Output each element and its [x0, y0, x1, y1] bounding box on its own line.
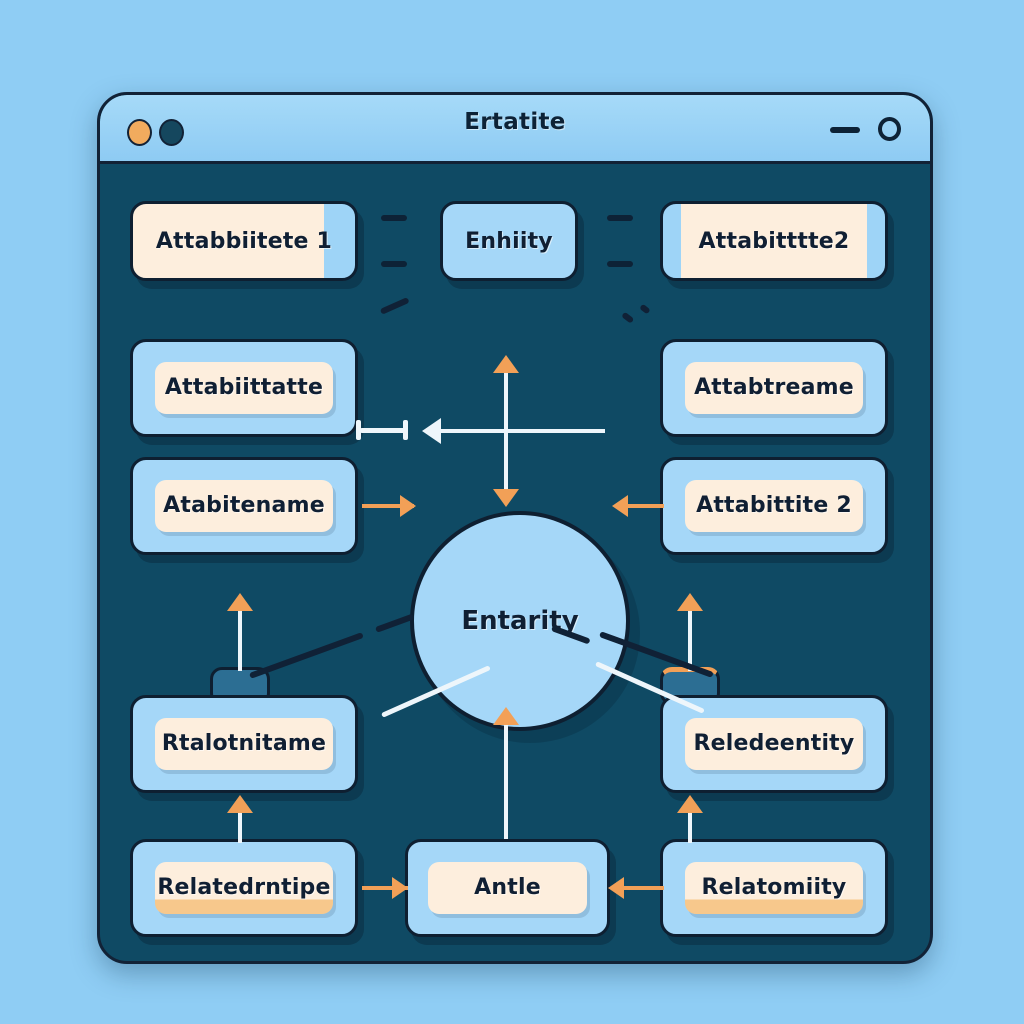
dash-connector	[381, 215, 407, 221]
node-label: Reledeentity	[693, 731, 855, 757]
orange-line-left	[362, 504, 414, 508]
node-entity-top[interactable]: Enhiity	[440, 201, 578, 281]
arrowhead-up-icon	[227, 795, 253, 813]
node-label: Attabbiitete 1	[155, 228, 333, 254]
node-relationship-type-left[interactable]: Relatedrntipe	[130, 839, 358, 937]
arrowhead-up-icon	[493, 707, 519, 725]
segment-end-tick	[356, 420, 361, 440]
node-label: Atabitename	[163, 493, 325, 519]
segment-end-tick	[403, 420, 408, 440]
orange-line-right-2	[614, 886, 664, 890]
node-label: Rtalotnitame	[161, 731, 327, 757]
second-dot-icon[interactable]	[159, 119, 184, 146]
arrowhead-left-icon	[608, 877, 624, 899]
node-label: Attabitttte2	[698, 228, 850, 254]
arrowhead-right-icon	[400, 495, 416, 517]
window-title: Ertatite	[464, 109, 566, 135]
node-relation-name-left[interactable]: Rtalotnitame	[130, 695, 358, 793]
node-label: Attabtreame	[694, 375, 854, 401]
maximize-circle-icon[interactable]	[878, 117, 901, 141]
dash-connector	[607, 215, 633, 221]
node-attribute-name-right[interactable]: Attabtreame	[660, 339, 888, 437]
node-attribute-name-left[interactable]: Attabiittatte	[130, 339, 358, 437]
vertical-line-right-2	[688, 811, 692, 843]
node-inner-panel: Relatedrntipe	[155, 862, 333, 914]
node-entity-center[interactable]: Entarity	[410, 511, 630, 731]
node-inner-panel: Relatomiity	[685, 862, 863, 914]
node-label: Relatomiity	[701, 875, 847, 901]
orange-line-right	[618, 504, 664, 508]
node-attribute-2-top[interactable]: Attabitttte2	[660, 201, 888, 281]
arrowhead-right-icon	[392, 877, 408, 899]
diagonal-line-dark	[374, 613, 415, 633]
node-inner-panel: Atabitename	[155, 480, 333, 532]
arrowhead-left-icon	[612, 495, 628, 517]
window-titlebar[interactable]: Ertatite	[100, 95, 930, 164]
minimize-icon[interactable]	[830, 127, 860, 133]
node-inner-panel: Attabiittatte	[155, 362, 333, 414]
arrowhead-up-icon	[677, 795, 703, 813]
dash-connector	[607, 261, 633, 267]
cross-horizontal-line	[440, 429, 605, 433]
vertical-line-right	[688, 609, 692, 671]
node-attribute-name-left-2[interactable]: Atabitename	[130, 457, 358, 555]
segment-line	[360, 428, 406, 433]
arrowhead-up-icon	[227, 593, 253, 611]
node-label: Attabiittatte	[164, 375, 324, 401]
orange-line-left-2	[362, 886, 408, 890]
diagram-canvas: Attabbiitete 1 Enhiity Attabitttte2 Atta…	[100, 161, 930, 961]
node-inner-panel: Rtalotnitame	[155, 718, 333, 770]
close-dot-icon[interactable]	[127, 119, 152, 146]
dash-connector	[381, 261, 407, 267]
node-label: Antle	[474, 875, 541, 901]
node-attribute-1[interactable]: Attabbiitete 1	[130, 201, 358, 281]
tick-mark	[379, 297, 410, 315]
node-inner-panel: Reledeentity	[685, 718, 863, 770]
node-inner-panel: Attabittite 2	[685, 480, 863, 532]
node-label: Enhiity	[465, 228, 553, 254]
diagonal-line-dark	[248, 632, 364, 679]
app-window: Ertatite Attabbiitete 1 Enhiity Attabitt…	[97, 92, 933, 964]
vertical-line-left-2	[238, 811, 242, 843]
tick-mark	[621, 311, 635, 324]
arrowhead-left-icon	[422, 418, 441, 444]
node-label: Relatedrntipe	[157, 875, 331, 901]
vertical-line-left	[238, 609, 242, 671]
node-inner-panel: Antle	[427, 862, 588, 914]
center-vertical-line	[504, 721, 508, 871]
node-attribute-2-right[interactable]: Attabittite 2	[660, 457, 888, 555]
node-inner-panel: Attabtreame	[685, 362, 863, 414]
arrowhead-down-icon	[493, 489, 519, 507]
arrowhead-up-icon	[493, 355, 519, 373]
node-label: Attabittite 2	[696, 493, 852, 519]
node-relationship-right[interactable]: Relatomiity	[660, 839, 888, 937]
node-antle-center[interactable]: Antle	[405, 839, 610, 937]
tick-mark	[639, 303, 651, 315]
arrowhead-up-icon	[677, 593, 703, 611]
